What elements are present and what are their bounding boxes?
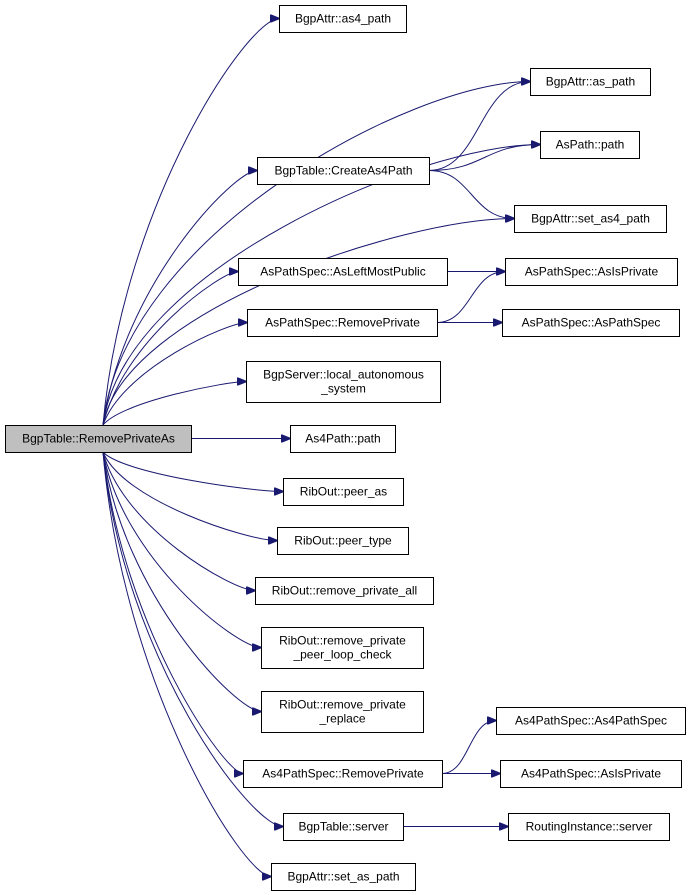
node-ribout-remove-private-replace[interactable]: RibOut::remove_private_replace <box>261 691 424 733</box>
node-aspathspec-aspathspec[interactable]: AsPathSpec::AsPathSpec <box>502 309 680 337</box>
edge-n8-to-n7 <box>436 272 505 323</box>
node-ribout-peer-type[interactable]: RibOut::peer_type <box>277 527 409 555</box>
node-label: RibOut::remove_private_all <box>272 584 417 598</box>
node-box[interactable] <box>271 863 416 891</box>
edge-n0-to-n17 <box>102 451 243 774</box>
edge-n0-to-n10 <box>102 382 246 426</box>
node-as4pathspec-asisprivate[interactable]: As4PathSpec::AsIsPrivate <box>500 760 682 788</box>
node-label: As4PathSpec::AsIsPrivate <box>521 767 661 781</box>
node-label: RibOut::peer_as <box>300 485 387 499</box>
node-box[interactable] <box>5 425 192 453</box>
node-label: BgpTable::CreateAs4Path <box>274 164 412 178</box>
node-as4pathspec-as4pathspec[interactable]: As4PathSpec::As4PathSpec <box>496 707 686 735</box>
edge-n0-to-n13 <box>102 451 277 541</box>
edge-n4-to-n3 <box>428 145 540 171</box>
node-box[interactable] <box>508 813 670 841</box>
edge-n0-to-n22 <box>102 451 271 877</box>
edge-n0-to-n12 <box>102 451 283 492</box>
node-box[interactable] <box>238 258 448 286</box>
node-label: As4PathSpec::RemovePrivate <box>262 767 424 781</box>
node-label: _peer_loop_check <box>292 648 392 662</box>
node-bgpattr-as-path[interactable]: BgpAttr::as_path <box>530 68 651 96</box>
edge-n0-to-n20 <box>102 451 283 827</box>
edge-n0-to-n14 <box>102 451 255 591</box>
node-bgptable-createas4path[interactable]: BgpTable::CreateAs4Path <box>257 157 430 185</box>
node-label: BgpAttr::set_as_path <box>287 870 399 884</box>
node-box[interactable] <box>283 813 404 841</box>
node-bgpserver-local-autonomous-system[interactable]: BgpServer::local_autonomous_system <box>246 361 441 403</box>
node-bgpattr-set-as4-path[interactable]: BgpAttr::set_as4_path <box>514 205 667 233</box>
node-box[interactable] <box>243 760 443 788</box>
node-label: RibOut::remove_private <box>279 698 406 712</box>
node-label: BgpServer::local_autonomous <box>263 368 424 382</box>
node-box[interactable] <box>502 309 680 337</box>
node-label: BgpTable::server <box>298 820 388 834</box>
node-as4pathspec-removeprivate[interactable]: As4PathSpec::RemovePrivate <box>243 760 443 788</box>
edge-n17-to-n18 <box>441 721 496 774</box>
node-label: AsPathSpec::AsIsPrivate <box>525 265 659 279</box>
node-label: RibOut::peer_type <box>294 534 392 548</box>
node-ribout-remove-private-all[interactable]: RibOut::remove_private_all <box>255 577 434 605</box>
edge-n0-to-n4 <box>102 171 257 426</box>
node-label: AsPathSpec::AsPathSpec <box>522 316 661 330</box>
node-box[interactable] <box>257 157 430 185</box>
node-box[interactable] <box>505 258 678 286</box>
node-label: BgpAttr::as4_path <box>295 12 391 26</box>
node-ribout-peer-as[interactable]: RibOut::peer_as <box>283 478 404 506</box>
edge-n4-to-n2 <box>428 82 530 171</box>
node-label: BgpTable::RemovePrivateAs <box>22 432 175 446</box>
node-label: As4PathSpec::As4PathSpec <box>515 714 667 728</box>
node-label: As4Path::path <box>305 432 380 446</box>
node-label: AsPath::path <box>556 138 625 152</box>
node-box[interactable] <box>530 68 651 96</box>
node-box[interactable] <box>277 527 409 555</box>
node-bgptable-removeprivateas[interactable]: BgpTable::RemovePrivateAs <box>5 425 192 453</box>
node-aspath-path[interactable]: AsPath::path <box>540 131 640 159</box>
node-aspathspec-removeprivate[interactable]: AsPathSpec::RemovePrivate <box>247 309 438 337</box>
node-bgpattr-set-as-path[interactable]: BgpAttr::set_as_path <box>271 863 416 891</box>
node-box[interactable] <box>279 5 407 33</box>
node-label: _system <box>320 382 366 396</box>
node-box[interactable] <box>261 691 424 733</box>
edge-n4-to-n5 <box>428 170 514 219</box>
node-ribout-remove-private-peer-loop-check[interactable]: RibOut::remove_private_peer_loop_check <box>261 627 424 669</box>
node-box[interactable] <box>283 478 404 506</box>
node-aspathspec-asleftmostpublic[interactable]: AsPathSpec::AsLeftMostPublic <box>238 258 448 286</box>
edge-n0-to-n3 <box>102 145 540 426</box>
edge-n0-to-n8 <box>102 323 247 426</box>
edge-n0-to-n15 <box>102 451 261 648</box>
node-aspathspec-asisprivate[interactable]: AsPathSpec::AsIsPrivate <box>505 258 678 286</box>
node-bgptable-server[interactable]: BgpTable::server <box>283 813 404 841</box>
node-box[interactable] <box>500 760 682 788</box>
edge-n0-to-n1 <box>102 19 279 426</box>
edge-n0-to-n6 <box>102 272 238 426</box>
node-label: RibOut::remove_private <box>279 634 406 648</box>
nodes-layer: BgpTable::RemovePrivateAs BgpAttr::as4_pa… <box>5 5 686 891</box>
node-bgpattr-as4-path[interactable]: BgpAttr::as4_path <box>279 5 407 33</box>
node-label: RoutingInstance::server <box>526 820 653 834</box>
node-label: AsPathSpec::AsLeftMostPublic <box>260 265 425 279</box>
node-box[interactable] <box>496 707 686 735</box>
node-box[interactable] <box>540 131 640 159</box>
node-label: AsPathSpec::RemovePrivate <box>265 316 420 330</box>
node-routinginstance-server[interactable]: RoutingInstance::server <box>508 813 670 841</box>
node-label: BgpAttr::as_path <box>546 75 635 89</box>
node-label: _replace <box>318 712 365 726</box>
node-box[interactable] <box>290 425 396 453</box>
node-box[interactable] <box>261 627 424 669</box>
edges-layer <box>102 19 540 877</box>
edge-n0-to-n16 <box>102 451 261 712</box>
node-box[interactable] <box>246 361 441 403</box>
node-box[interactable] <box>514 205 667 233</box>
node-as4path-path[interactable]: As4Path::path <box>290 425 396 453</box>
node-box[interactable] <box>255 577 434 605</box>
node-box[interactable] <box>247 309 438 337</box>
node-label: BgpAttr::set_as4_path <box>531 212 650 226</box>
